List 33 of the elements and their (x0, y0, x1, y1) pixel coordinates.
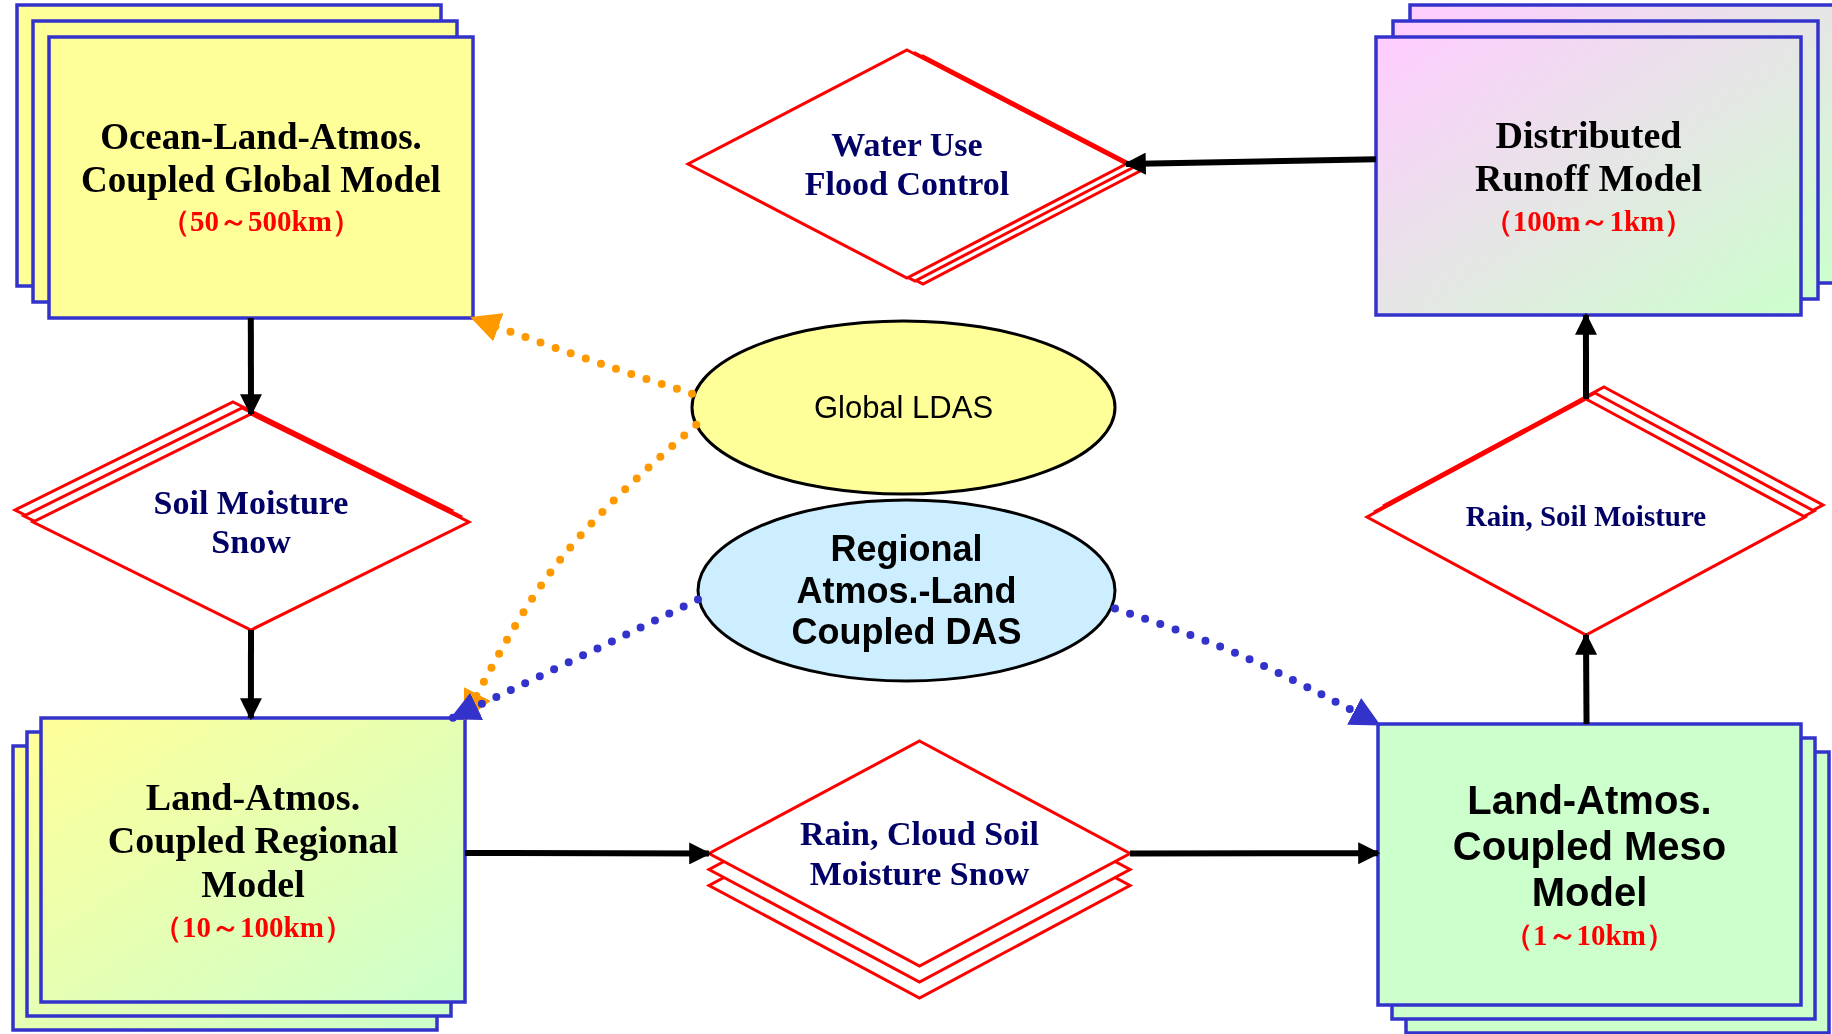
model-box (1374, 3, 1832, 317)
arrow (1130, 842, 1381, 865)
arrow (239, 630, 262, 721)
data-diamond (13, 400, 471, 632)
resolution-range: （100m～1km） (1483, 205, 1694, 239)
data-label: Global LDAS (813, 389, 994, 426)
resolution-range: （10～100km） (153, 910, 353, 945)
arrow (465, 842, 712, 865)
arrow (1123, 152, 1377, 175)
model-name: Land-Atmos. Coupled Regional Model (106, 775, 400, 907)
arrow (239, 318, 262, 417)
arrow (1575, 632, 1598, 725)
das-ellipse (690, 319, 1117, 496)
data-label: Rain, Cloud Soil Moisture Snow (799, 814, 1040, 893)
das-ellipse (696, 498, 1117, 683)
model-name: Distributed Runoff Model (1474, 113, 1703, 201)
data-label: Rain, Soil Moisture (1465, 500, 1707, 534)
data-label: Water Use Flood Control (803, 124, 1011, 204)
model-box (11, 716, 467, 1032)
dotted-arrow (448, 595, 702, 722)
data-diamond (707, 739, 1132, 1000)
resolution-range: （50～500km） (161, 205, 361, 239)
data-diamond (1365, 385, 1825, 637)
dotted-arrow (469, 313, 696, 398)
data-label: Regional Atmos.-Land Coupled DAS (790, 528, 1023, 653)
resolution-range: （1～10km） (1504, 918, 1675, 953)
dotted-arrow (1111, 604, 1382, 728)
data-label: Soil Moisture Snow (152, 482, 350, 562)
model-name: Land-Atmos. Coupled Meso Model (1451, 776, 1728, 915)
model-box (1376, 722, 1831, 1034)
model-box (15, 3, 475, 320)
model-name: Ocean-Land-Atmos. Coupled Global Model (80, 116, 442, 202)
arrow (1574, 312, 1597, 399)
